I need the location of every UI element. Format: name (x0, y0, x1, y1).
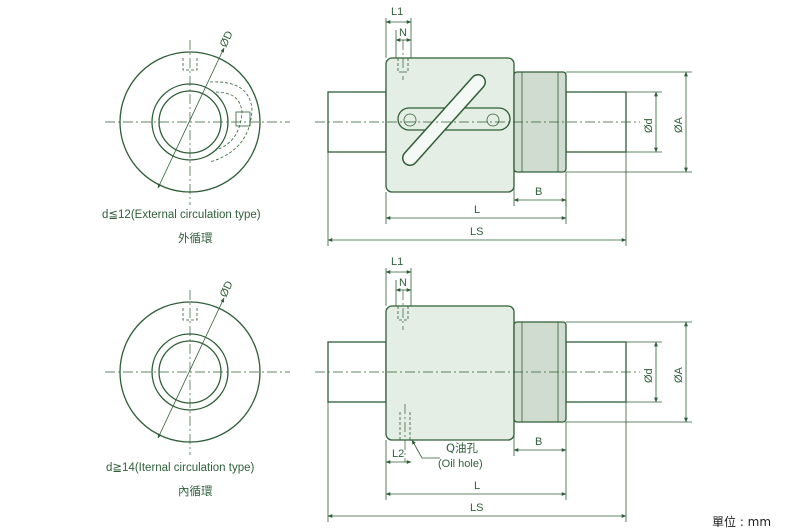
caption-external-cn: 外循環 (178, 231, 213, 245)
caption-internal-en: d≧14(Iternal circulation type) (106, 462, 255, 474)
caption-external-en: d≦12(External circulation type) (102, 209, 261, 221)
oil-hole-label-en: (Oil hole) (438, 458, 483, 470)
da-label-bottom: ØA (673, 366, 685, 383)
end-view-internal (105, 290, 290, 455)
dd-label-top: Ød (643, 118, 655, 133)
caption-internal-cn: 內循環 (178, 484, 213, 498)
top-dimensions (327, 18, 692, 246)
od-label-top: ØD (218, 29, 236, 49)
ls-label-bottom: LS (470, 502, 483, 514)
b-label-top: B (535, 186, 542, 198)
l1-label-bottom: L1 (391, 256, 403, 268)
bottom-dimensions (327, 268, 692, 522)
b-label-bottom: B (535, 436, 542, 448)
unit-note: 單位 : mm (712, 514, 771, 529)
side-view-external (315, 40, 640, 193)
oil-hole-label-cn: Q油孔 (446, 441, 479, 455)
end-view-external (105, 40, 290, 205)
od-label-bottom: ØD (218, 279, 236, 299)
l2-label: L2 (392, 448, 404, 460)
l-label-bottom: L (474, 480, 480, 492)
n-label-bottom: N (399, 277, 407, 289)
l-label-top: L (474, 204, 480, 216)
ls-label-top: LS (470, 226, 483, 238)
side-view-internal (315, 290, 640, 462)
da-label-top: ØA (673, 116, 685, 133)
l1-label-top: L1 (391, 6, 403, 18)
n-label-top: N (399, 27, 407, 39)
dd-label-bottom: Ød (643, 368, 655, 383)
